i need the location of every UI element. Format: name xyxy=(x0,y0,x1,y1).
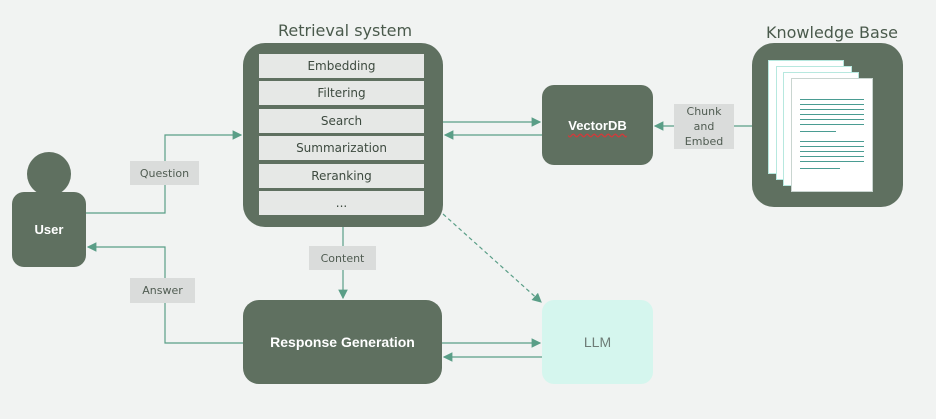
vectordb-label: VectorDB xyxy=(568,117,627,133)
user-node: User xyxy=(12,192,86,267)
retrieval-step: Reranking xyxy=(259,163,424,188)
answer-edge-label: Answer xyxy=(130,278,195,303)
chunk-label-line: Chunk xyxy=(686,105,722,118)
embed-label-line: Embed xyxy=(684,135,724,148)
knowledge-base-title: Knowledge Base xyxy=(766,23,898,42)
user-head-icon xyxy=(27,152,71,196)
content-edge-label: Content xyxy=(309,246,376,270)
retrieval-to-llm-dashed-arrow xyxy=(442,213,542,303)
retrieval-steps-list: Embedding Filtering Search Summarization… xyxy=(259,54,424,218)
document-icon xyxy=(791,78,873,192)
response-generation-label: Response Generation xyxy=(270,334,415,350)
vectordb-node: VectorDB xyxy=(542,85,653,165)
user-label: User xyxy=(34,222,64,237)
and-label-line: and xyxy=(693,120,715,133)
retrieval-step: Summarization xyxy=(259,136,424,161)
retrieval-step: Filtering xyxy=(259,81,424,106)
retrieval-step: Embedding xyxy=(259,54,424,78)
llm-label: LLM xyxy=(583,334,612,350)
chunk-and-embed-edge-label: Chunk and Embed xyxy=(674,104,734,149)
retrieval-system-title: Retrieval system xyxy=(278,21,413,40)
question-edge-label: Question xyxy=(130,161,199,185)
llm-node: LLM xyxy=(542,300,653,384)
response-generation-node: Response Generation xyxy=(243,300,442,384)
retrieval-step: Search xyxy=(259,108,424,133)
retrieval-step: ... xyxy=(259,190,424,215)
